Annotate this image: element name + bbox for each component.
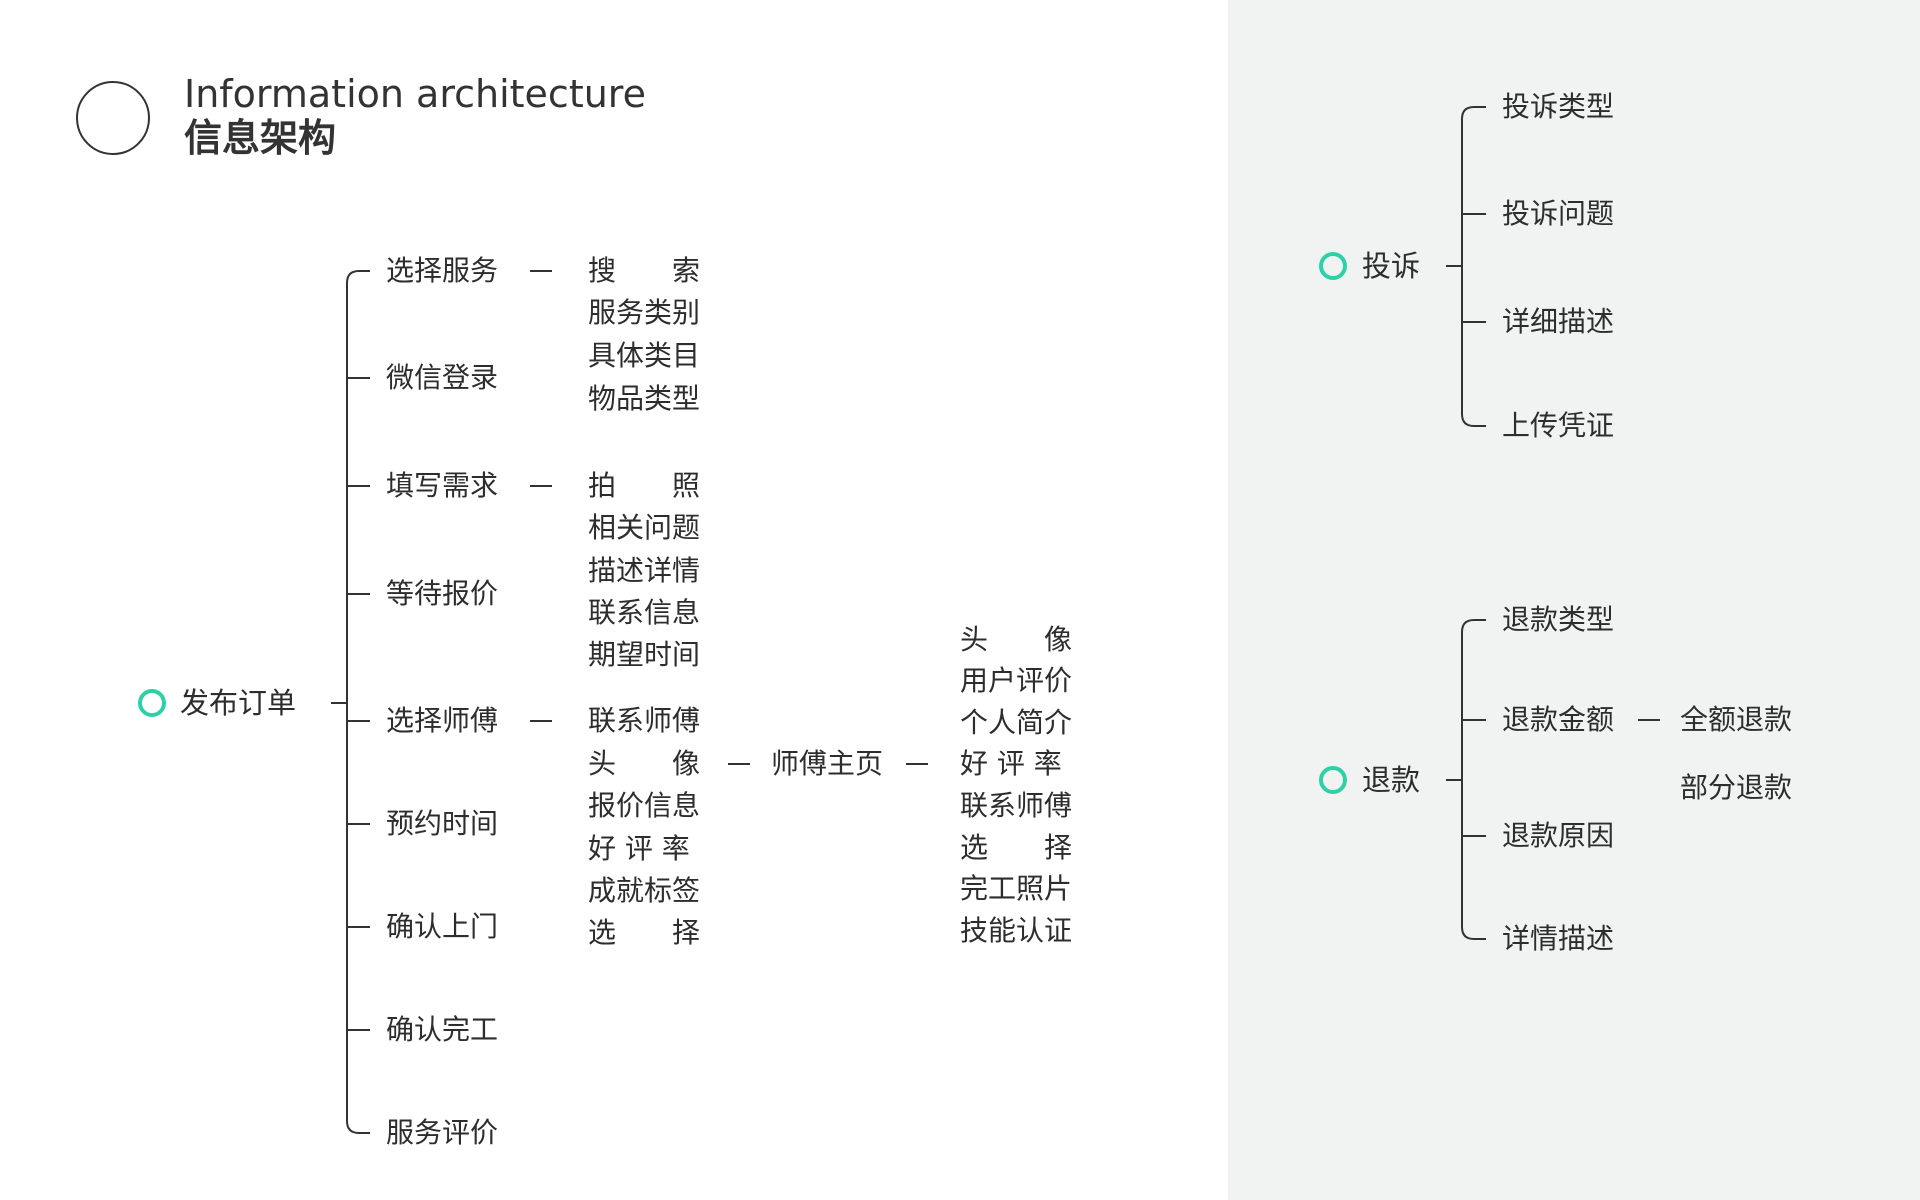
master-home-item: 头 像 (960, 623, 1073, 656)
refund-item: 退款类型 (1502, 603, 1615, 636)
master-home-item: 联系师傅 (960, 789, 1073, 822)
order-step: 等待报价 (386, 577, 499, 610)
order-step: 微信登录 (386, 361, 499, 394)
master-home-item: 技能认证 (960, 914, 1073, 947)
master-item: 成就标签 (588, 874, 701, 907)
refund-item: 退款金额 (1502, 703, 1615, 736)
requirement-item: 描述详情 (588, 554, 701, 587)
order-root-label: 发布订单 (180, 686, 297, 720)
order-step: 确认完工 (386, 1013, 499, 1046)
requirement-item: 相关问题 (588, 511, 701, 544)
page-title-en: Information architecture (184, 72, 646, 116)
master-home-item: 好 评 率 (960, 747, 1062, 780)
select-service-item: 物品类型 (588, 382, 701, 415)
master-home-item: 个人简介 (960, 706, 1073, 739)
complaint-root-label: 投诉 (1362, 249, 1421, 283)
order-step: 填写需求 (386, 469, 499, 502)
order-root-dot-icon (138, 689, 166, 717)
order-bracket-spine (346, 270, 370, 1134)
complaint-bracket-spine (1461, 106, 1486, 427)
refund-root-dot-icon (1319, 766, 1347, 794)
master-home-item: 完工照片 (960, 872, 1073, 905)
order-step: 选择服务 (386, 254, 499, 287)
master-home-item: 用户评价 (960, 664, 1073, 697)
complaint-item: 投诉问题 (1502, 197, 1615, 230)
order-step: 服务评价 (386, 1116, 499, 1149)
select-service-item: 具体类目 (588, 339, 701, 372)
refund-bracket-spine (1461, 619, 1486, 940)
refund-item: 退款原因 (1502, 819, 1615, 852)
complaint-item: 投诉类型 (1502, 90, 1615, 123)
order-step: 选择师傅 (386, 704, 499, 737)
page-title-zh: 信息架构 (184, 116, 337, 160)
master-item: 报价信息 (588, 789, 701, 822)
select-service-item: 服务类别 (588, 296, 701, 329)
title-circle-icon (76, 81, 150, 155)
master-item: 头 像 (588, 747, 701, 780)
order-step: 预约时间 (386, 807, 499, 840)
order-step: 确认上门 (386, 910, 499, 943)
master-item: 选 择 (588, 916, 701, 949)
refund-item: 详情描述 (1502, 922, 1615, 955)
master-item: 好 评 率 (588, 832, 690, 865)
requirement-item: 拍 照 (588, 469, 701, 502)
select-service-item: 搜 索 (588, 254, 701, 287)
requirement-item: 期望时间 (588, 638, 701, 671)
complaint-item: 上传凭证 (1502, 409, 1615, 442)
master-home-label: 师傅主页 (771, 747, 884, 780)
right-panel (1228, 0, 1920, 1200)
refund-amount-item: 全额退款 (1680, 703, 1793, 736)
requirement-item: 联系信息 (588, 596, 701, 629)
refund-amount-item: 部分退款 (1680, 771, 1793, 804)
refund-root-label: 退款 (1362, 763, 1421, 797)
master-home-item: 选 择 (960, 831, 1073, 864)
complaint-item: 详细描述 (1502, 305, 1615, 338)
master-item: 联系师傅 (588, 704, 701, 737)
complaint-root-dot-icon (1319, 252, 1347, 280)
